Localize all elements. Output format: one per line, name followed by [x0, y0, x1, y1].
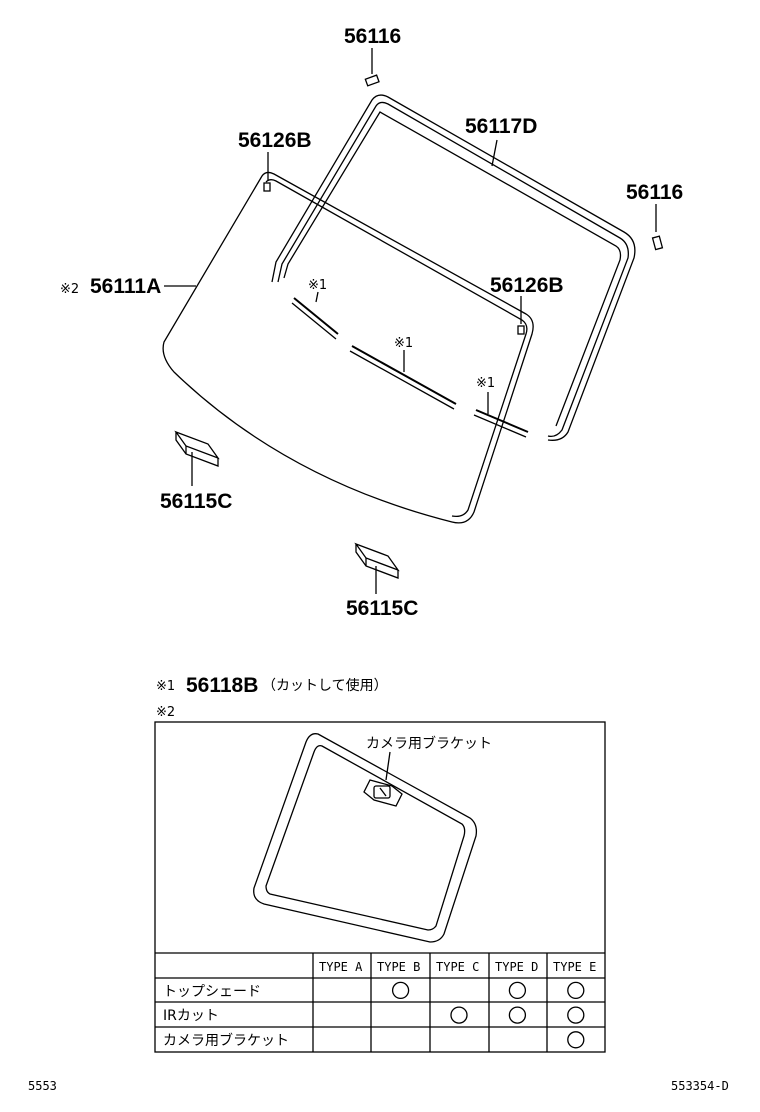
note1-text: （カットして使用）: [262, 677, 388, 694]
row-label-camera-bracket: カメラ用ブラケット: [163, 1032, 289, 1049]
clip-top-icon: [364, 74, 380, 87]
table-mark-circle: [567, 1006, 585, 1024]
label-clip-right: 56116: [626, 181, 683, 204]
stopper-left-icon: [263, 182, 271, 192]
note1-mark: ※1: [156, 679, 175, 694]
type-table: TYPE A TYPE B TYPE C TYPE D TYPE E トップシェ…: [155, 952, 605, 1052]
note2-box: [154, 721, 606, 1053]
clip-right-icon: [651, 235, 664, 251]
row-label-top-shade: トップシェード: [163, 984, 261, 1000]
windshield-molding: [271, 94, 636, 441]
label-dam-mark-2: ※1: [394, 336, 413, 351]
table-mark-circle: [508, 1006, 527, 1024]
label-stopper-right: 56126B: [490, 274, 564, 297]
label-glass: 56111A: [90, 275, 161, 298]
spacer-left-icon: [174, 430, 220, 467]
leader-lines: [164, 48, 657, 594]
dam-pieces: [291, 297, 529, 438]
footer-right: 553354-D: [671, 1079, 729, 1093]
label-molding: 56117D: [465, 115, 537, 138]
label-spacer-bottom: 56115C: [346, 597, 418, 620]
header-type-b: TYPE B: [377, 960, 420, 974]
header-type-c: TYPE C: [436, 960, 479, 974]
label-spacer-left: 56115C: [160, 490, 232, 513]
table-marks: [391, 981, 585, 1049]
table-mark-circle: [391, 981, 410, 1000]
note1-part: 56118B: [186, 674, 258, 697]
note2-mark: ※2: [156, 705, 175, 720]
inset-windshield: [253, 733, 478, 943]
spacer-bottom-icon: [354, 542, 400, 579]
bracket-label: カメラ用ブラケット: [366, 735, 492, 752]
camera-bracket-icon: [363, 779, 403, 807]
table-mark-circle: [508, 981, 527, 1000]
table-mark-circle: [450, 1006, 468, 1024]
table-mark-circle: [567, 1031, 585, 1049]
label-stopper-left: 56126B: [238, 129, 312, 152]
bracket-leader: [385, 751, 391, 781]
stopper-right-icon: [517, 325, 525, 335]
table-mark-circle: [567, 981, 585, 1000]
header-type-a: TYPE A: [319, 960, 363, 974]
header-type-d: TYPE D: [495, 960, 538, 974]
row-label-ir-cut: IRカット: [163, 1008, 219, 1024]
label-glass-mark: ※2: [60, 282, 79, 297]
label-dam-mark-1: ※1: [308, 278, 327, 293]
label-dam-mark-3: ※1: [476, 376, 495, 391]
footer-left: 5553: [28, 1079, 57, 1093]
header-type-e: TYPE E: [553, 960, 596, 974]
label-clip-top: 56116: [344, 25, 401, 48]
windshield-glass: [162, 171, 534, 524]
